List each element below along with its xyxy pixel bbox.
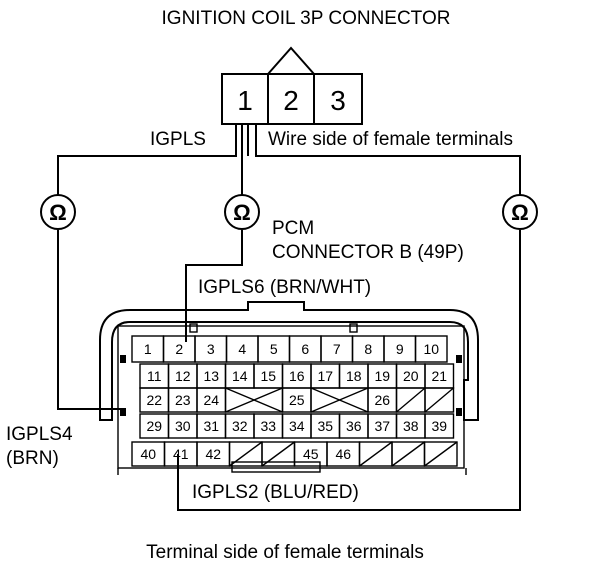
pcm-cell: [424, 413, 455, 439]
pcm-terminal-number: 10: [423, 341, 439, 357]
pcm-empty-mark: [310, 387, 369, 413]
pcm-empty-mark: [261, 441, 295, 467]
wiring: [57, 124, 521, 511]
pcm-terminal-number: 17: [317, 368, 333, 384]
pcm-terminal-number: 25: [289, 392, 305, 408]
ohm-symbol-left: Ω: [49, 200, 67, 225]
terminal-side-label: Terminal side of female terminals: [146, 542, 424, 563]
pcm-terminal-number: 34: [289, 418, 305, 434]
diagram-title: IGNITION COIL 3P CONNECTOR: [162, 8, 451, 29]
pcm-cell: [423, 441, 458, 467]
pcm-terminal-number: 1: [144, 341, 152, 357]
pcm-empty-mark: [229, 441, 263, 467]
pcm-terminal-number: 29: [146, 418, 162, 434]
pcm-terminal-number: 5: [270, 341, 278, 357]
pcm-terminal-number: 19: [374, 368, 390, 384]
pcm-terminal-number: 39: [431, 418, 447, 434]
pcm-terminal-number: 2: [175, 341, 183, 357]
igpls6-label: IGPLS6 (BRN/WHT): [198, 277, 371, 298]
pcm-empty-mark: [396, 387, 426, 413]
pcm-empty-mark: [359, 441, 393, 467]
pcm-terminal-number: 40: [140, 446, 156, 462]
pcm-terminal-number: 35: [317, 418, 333, 434]
pcm-terminal-number: 37: [374, 418, 390, 434]
pcm-empty-mark: [424, 441, 458, 467]
pcm-terminal-number: 30: [175, 418, 191, 434]
pcm-cell: [414, 335, 448, 363]
pcm-terminal-number: 42: [205, 446, 221, 462]
pcm-terminal-number: 16: [289, 368, 305, 384]
ohmmeter-left: Ω: [40, 194, 76, 230]
igpls4-label-line2: (BRN): [6, 448, 59, 469]
pcm-terminal-number: 12: [175, 368, 191, 384]
pcm-terminal-number: 13: [203, 368, 219, 384]
pcm-empty-mark: [424, 387, 454, 413]
pcm-terminal-number: 24: [203, 392, 219, 408]
pcm-terminal-number: 22: [146, 392, 162, 408]
pcm-label-line2: CONNECTOR B (49P): [272, 242, 464, 263]
pcm-terminal-number: 45: [303, 446, 319, 462]
pcm-terminal-number: 33: [260, 418, 276, 434]
pcm-terminal-number: 18: [346, 368, 362, 384]
pcm-cell: [424, 387, 455, 413]
pcm-terminal-number: 26: [374, 392, 390, 408]
pcm-terminal-number: 3: [207, 341, 215, 357]
ohm-symbol-right: Ω: [511, 200, 529, 225]
pcm-terminal-number: 14: [232, 368, 248, 384]
coil-terminal-3: 3: [330, 85, 346, 116]
pcm-terminal-number: 6: [301, 341, 309, 357]
ohm-symbol-center: Ω: [233, 200, 251, 225]
pcm-terminal-number: 20: [403, 368, 419, 384]
pcm-label-line1: PCM: [272, 218, 314, 239]
pcm-terminal-number: 9: [396, 341, 404, 357]
igpls4-label-line1: IGPLS4: [6, 424, 73, 445]
wire-side-label: Wire side of female terminals: [268, 129, 513, 150]
pcm-terminal-number: 32: [232, 418, 248, 434]
pcm-terminal-number: 21: [431, 368, 447, 384]
pcm-terminal-number: 8: [364, 341, 372, 357]
ohmmeter-center: Ω: [224, 194, 260, 230]
coil-terminal-2: 2: [283, 85, 299, 116]
pcm-terminal-number: 23: [175, 392, 191, 408]
igpls-label: IGPLS: [150, 129, 206, 150]
coil-terminal-1: 1: [237, 85, 253, 116]
pcm-terminal-number: 15: [260, 368, 276, 384]
pcm-terminal-number: 41: [173, 446, 189, 462]
ignition-coil-connector: 1 2 3: [221, 46, 363, 125]
pcm-empty-mark: [391, 441, 425, 467]
pcm-terminal-number: 38: [403, 418, 419, 434]
pcm-terminal-number: 31: [203, 418, 219, 434]
ohmmeter-right: Ω: [502, 194, 538, 230]
pcm-terminal-number: 7: [333, 341, 341, 357]
pcm-terminal-number: 36: [346, 418, 362, 434]
pcm-terminal-number: 46: [335, 446, 351, 462]
pcm-empty-mark: [225, 387, 283, 413]
igpls2-label: IGPLS2 (BLU/RED): [192, 482, 359, 503]
pcm-terminal-number: 4: [238, 341, 246, 357]
pcm-terminal-number: 11: [147, 368, 162, 384]
